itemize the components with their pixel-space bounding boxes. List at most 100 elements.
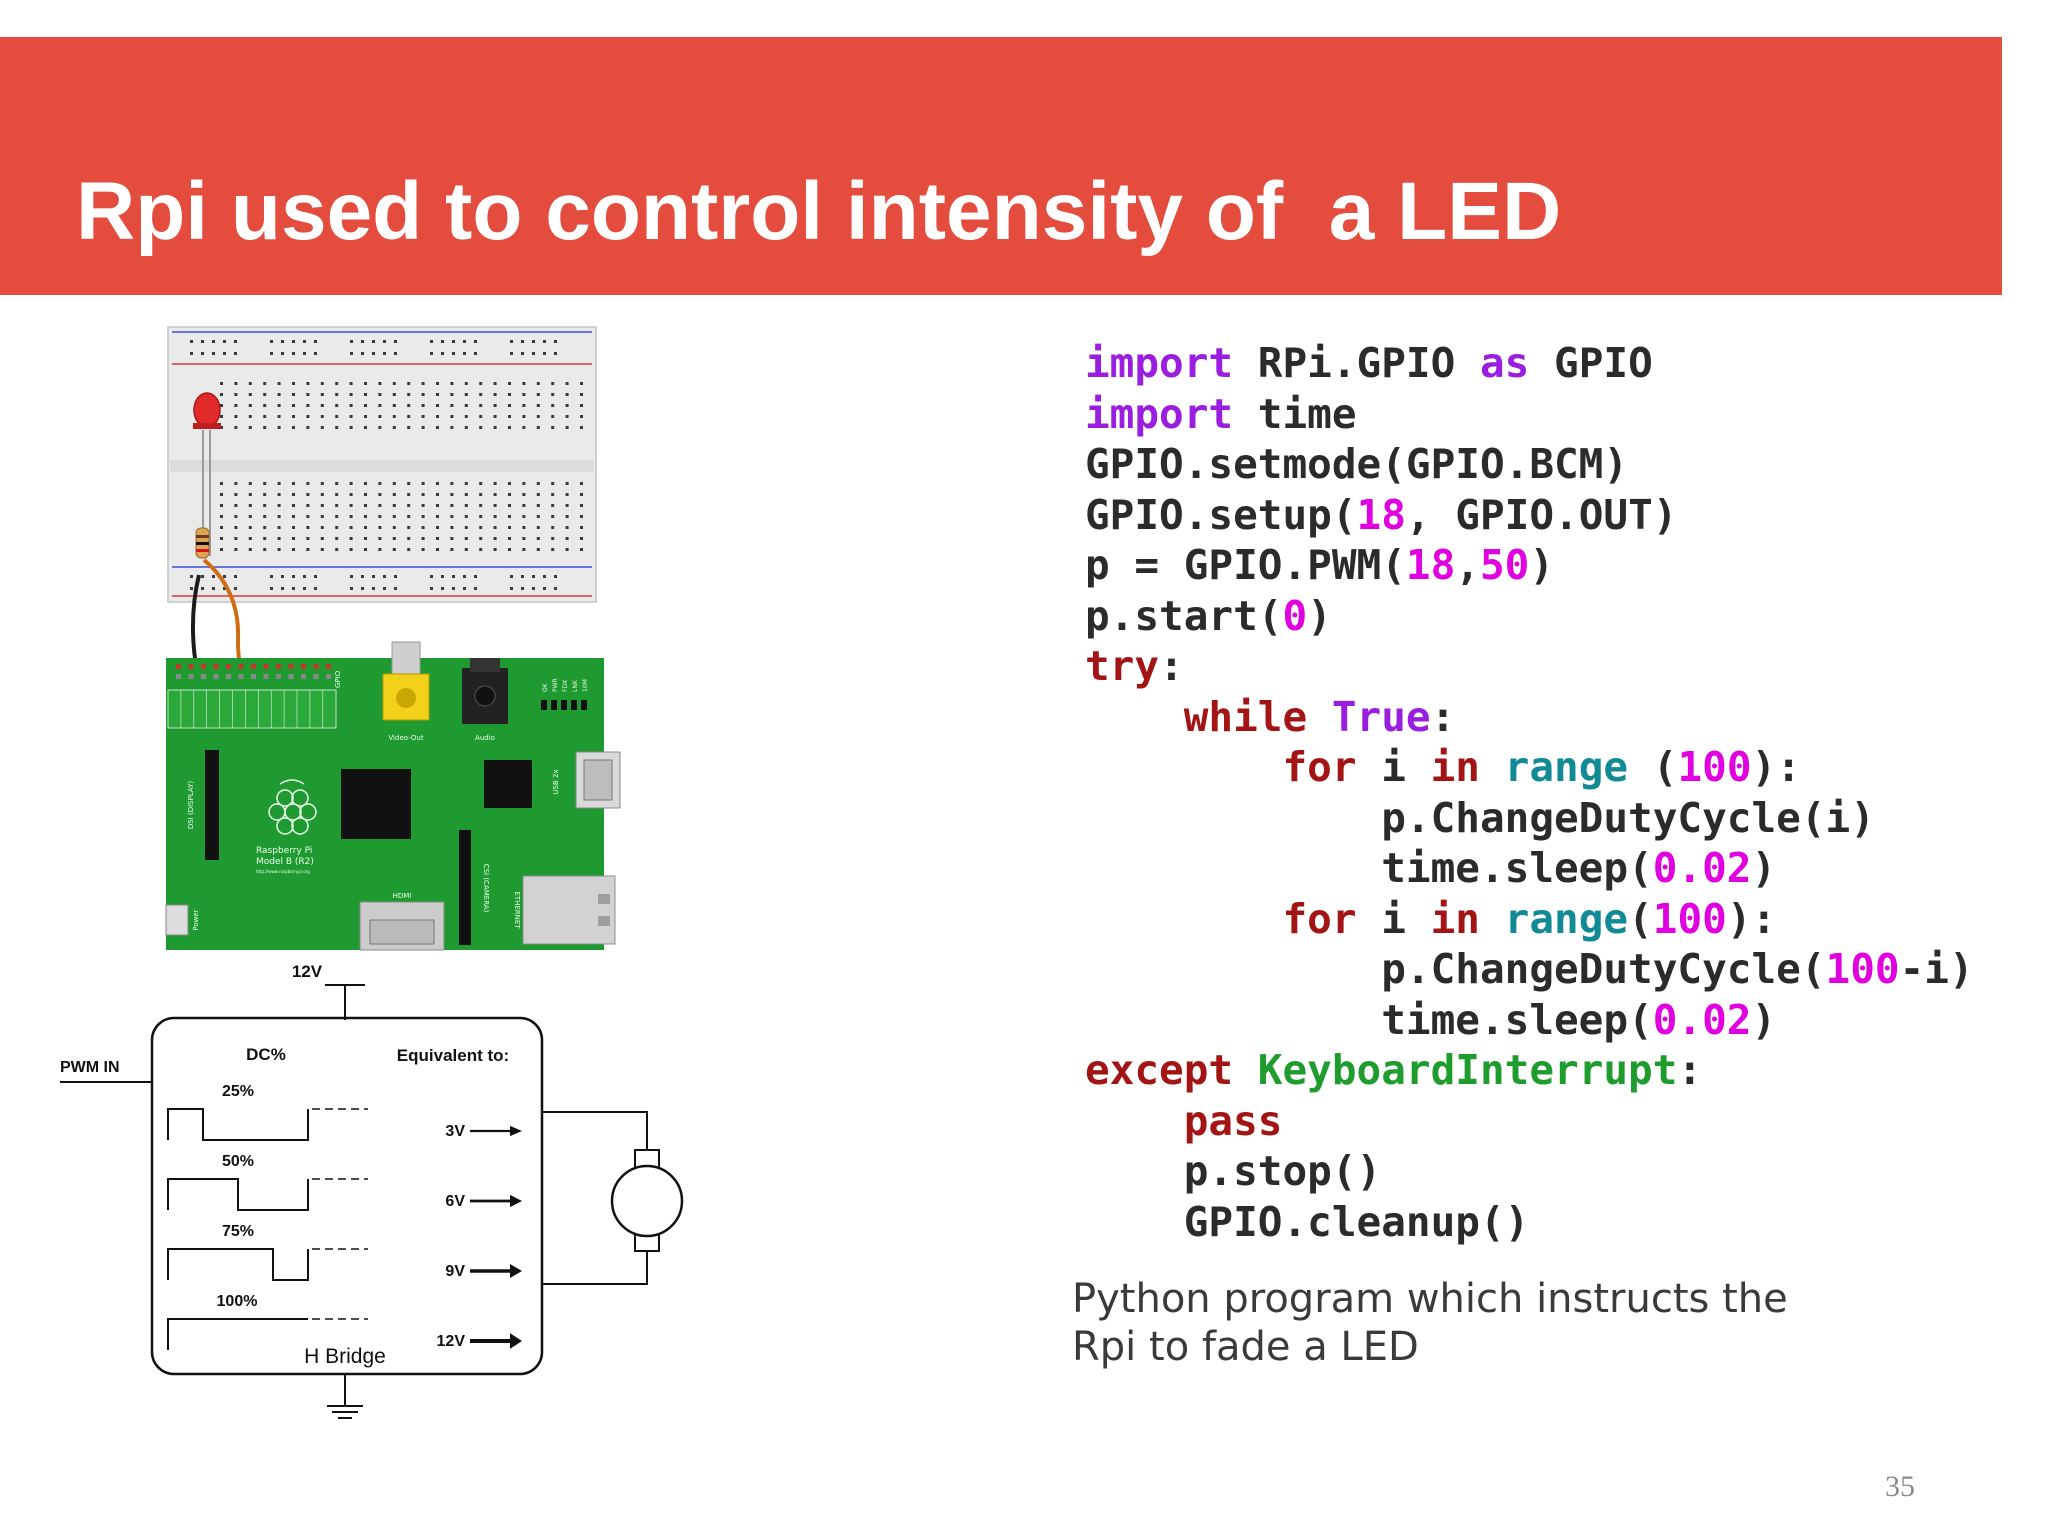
code-token: , [1455, 541, 1480, 589]
code-line: import RPi.GPIO as GPIO [1085, 338, 1974, 389]
raspberry-pi-logo-icon [268, 779, 317, 835]
code-line: p = GPIO.PWM(18,50) [1085, 540, 1974, 591]
code-token: , GPIO.OUT) [1405, 490, 1678, 539]
h-bridge-label: H Bridge [304, 1345, 386, 1368]
duty-label: 100% [217, 1293, 258, 1310]
code-line: try: [1085, 641, 1974, 692]
code-token: try [1085, 642, 1160, 690]
code-token: import [1085, 339, 1234, 387]
status-led-label: OK [542, 682, 549, 692]
code-token [1085, 693, 1184, 741]
code-token: in [1430, 894, 1480, 943]
title-banner [0, 37, 2002, 295]
status-led-label: LNK [572, 679, 579, 692]
code-token: KeyboardInterrupt [1257, 1046, 1678, 1094]
code-line: GPIO.setup(18, GPIO.OUT) [1085, 490, 1974, 541]
svg-text:Power: Power [192, 909, 200, 930]
duty-label: 75% [222, 1223, 254, 1240]
code-token: ) [1751, 844, 1777, 892]
status-led-label: 10M [582, 679, 589, 692]
code-token: GPIO.cleanup() [1085, 1197, 1530, 1246]
code-token: 0.02 [1652, 995, 1752, 1044]
code-token: i [1356, 743, 1431, 791]
code-token: as [1479, 339, 1530, 387]
status-led-label: FDX [562, 680, 569, 692]
code-token: : [1430, 692, 1456, 741]
code-token: ( [1628, 743, 1678, 791]
code-token: 18 [1405, 541, 1456, 589]
status-led [581, 700, 587, 710]
code-token: 50 [1479, 541, 1530, 589]
status-led [551, 700, 557, 710]
voltage-label: 12V [437, 1333, 466, 1350]
code-token [1085, 1097, 1184, 1145]
code-token: import [1085, 389, 1234, 438]
status-led [561, 700, 567, 710]
slide-title: Rpi used to control intensity of a LED [76, 166, 1562, 257]
code-line: GPIO.cleanup() [1085, 1197, 1974, 1248]
breadboard [167, 326, 597, 603]
code-token: time.sleep( [1085, 995, 1653, 1044]
equivalent-header: Equivalent to: [397, 1046, 509, 1065]
code-token: ): [1751, 743, 1801, 791]
status-led-label: PWR [552, 678, 559, 692]
svg-text:Raspberry Pi: Raspberry Pi [256, 846, 312, 856]
code-token [1307, 693, 1332, 741]
code-token: range [1504, 894, 1629, 943]
code-token: 100 [1677, 743, 1752, 791]
code-token: GPIO.setmode(GPIO.BCM) [1085, 440, 1629, 488]
code-token [1480, 895, 1505, 943]
code-token: p = GPIO.PWM( [1085, 541, 1406, 589]
code-line: pass [1085, 1096, 1974, 1147]
red-led [193, 392, 221, 428]
code-line: import time [1085, 389, 1974, 440]
code-line: p.ChangeDutyCycle(i) [1085, 793, 1974, 844]
code-token: 100 [1652, 894, 1727, 943]
code-token: p.ChangeDutyCycle( [1085, 945, 1826, 993]
code-token: time.sleep( [1085, 844, 1653, 892]
page-number: 35 [1885, 1470, 1915, 1503]
code-token: 0.02 [1652, 844, 1752, 892]
code-line: except KeyboardInterrupt: [1085, 1045, 1974, 1096]
code-token: except [1085, 1046, 1234, 1094]
gpio-header [176, 664, 331, 679]
code-token [1233, 1046, 1258, 1094]
code-token: ): [1726, 894, 1777, 943]
code-token: : [1159, 642, 1184, 690]
svg-text:http://www.raspberrypi.org: http://www.raspberrypi.org [256, 869, 310, 874]
breadboard-holes [190, 340, 583, 590]
svg-text:DSI (DISPLAY): DSI (DISPLAY) [187, 781, 195, 830]
status-led [571, 700, 577, 710]
status-led [541, 700, 547, 710]
code-token [1480, 743, 1505, 791]
code-token: 18 [1356, 490, 1406, 539]
code-token: GPIO.setup( [1085, 490, 1357, 539]
caption-line-1: Python program which instructs the [1072, 1276, 1788, 1322]
pwm-waveform [167, 1108, 309, 1141]
svg-text:Audio: Audio [475, 734, 495, 742]
code-token: True [1331, 692, 1431, 741]
code-token: 0 [1282, 591, 1308, 640]
supply-label: 12V [292, 962, 323, 981]
code-line: p.start(0) [1085, 591, 1974, 642]
pwm-waveform [167, 1318, 308, 1350]
dc-header: DC% [246, 1045, 286, 1064]
code-token: ) [1307, 591, 1332, 640]
code-token: in [1430, 743, 1480, 791]
svg-text:Model B (R2): Model B (R2) [256, 857, 314, 867]
svg-text:CSI (CAMERA): CSI (CAMERA) [482, 864, 490, 913]
caption-line-2: Rpi to fade a LED [1072, 1324, 1419, 1370]
duty-label: 50% [222, 1153, 254, 1170]
code-token: ) [1751, 995, 1777, 1044]
h-bridge-diagram: 12V PWM IN DC% Equivalent to: 25%3V50%6V… [60, 962, 684, 1419]
voltage-label: 6V [445, 1193, 465, 1210]
svg-text:USB 2x: USB 2x [552, 769, 560, 794]
code-token: for [1282, 743, 1357, 791]
code-token: for [1282, 894, 1357, 943]
code-line: p.stop() [1085, 1146, 1974, 1197]
code-line: GPIO.setmode(GPIO.BCM) [1085, 439, 1974, 490]
code-line: while True: [1085, 692, 1974, 743]
